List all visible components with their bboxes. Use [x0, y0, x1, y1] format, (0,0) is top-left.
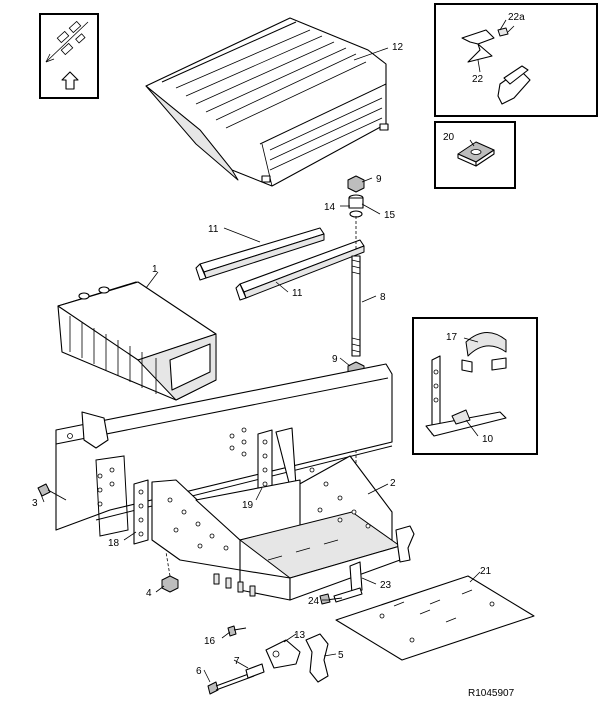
mounting-rail-upper	[195, 227, 325, 281]
detail-box-pad-20	[434, 121, 516, 189]
callout-21: 21	[480, 566, 492, 577]
nut-washer-stack	[347, 175, 365, 218]
carrier-bracket-left	[133, 479, 149, 545]
callout-11-lower: 11	[292, 288, 303, 299]
detail-box-bracket-22	[434, 3, 598, 117]
callout-22a: 22a	[508, 12, 525, 23]
nut-4	[161, 551, 179, 593]
battery-carrier-tray	[151, 427, 401, 601]
leader-lines	[39, 19, 507, 683]
callout-1: 1	[152, 264, 158, 275]
callout-labels: 12 22a 22 20 9 14 15 11 11 8 1 9 17 10 2…	[32, 12, 525, 699]
spacer-7	[245, 663, 265, 679]
callout-7: 7	[234, 656, 240, 667]
callout-18: 18	[108, 538, 120, 549]
callout-9-top: 9	[376, 174, 382, 185]
callout-3: 3	[32, 498, 38, 509]
callout-10: 10	[482, 434, 494, 445]
callout-23: 23	[380, 580, 392, 591]
rubber-mat	[335, 575, 535, 661]
callout-22: 22	[472, 74, 484, 85]
callout-24: 24	[308, 596, 320, 607]
callout-20: 20	[443, 132, 455, 143]
bolt-16	[227, 625, 247, 637]
callout-17: 17	[446, 332, 458, 343]
callout-14: 14	[324, 202, 336, 213]
callout-15: 15	[384, 210, 396, 221]
latch-5	[265, 633, 329, 683]
battery	[57, 281, 217, 401]
callout-11-upper: 11	[208, 224, 219, 235]
battery-cover	[145, 17, 389, 187]
latch-right	[395, 525, 415, 563]
mounting-rail-lower	[235, 239, 365, 301]
callout-4: 4	[146, 588, 152, 599]
callout-8: 8	[380, 292, 386, 303]
callout-13: 13	[294, 630, 306, 641]
callout-6: 6	[196, 666, 202, 677]
callout-16: 16	[204, 636, 216, 647]
reference-number: R1045907	[468, 688, 515, 699]
callout-5: 5	[338, 650, 344, 661]
callout-2: 2	[390, 478, 396, 489]
detail-box-clamp-17	[412, 317, 538, 455]
orientation-icon	[39, 13, 99, 99]
callout-19: 19	[242, 500, 254, 511]
carrier-bracket-right	[257, 429, 273, 497]
callout-12: 12	[392, 42, 404, 53]
callout-9-bottom: 9	[332, 354, 338, 365]
